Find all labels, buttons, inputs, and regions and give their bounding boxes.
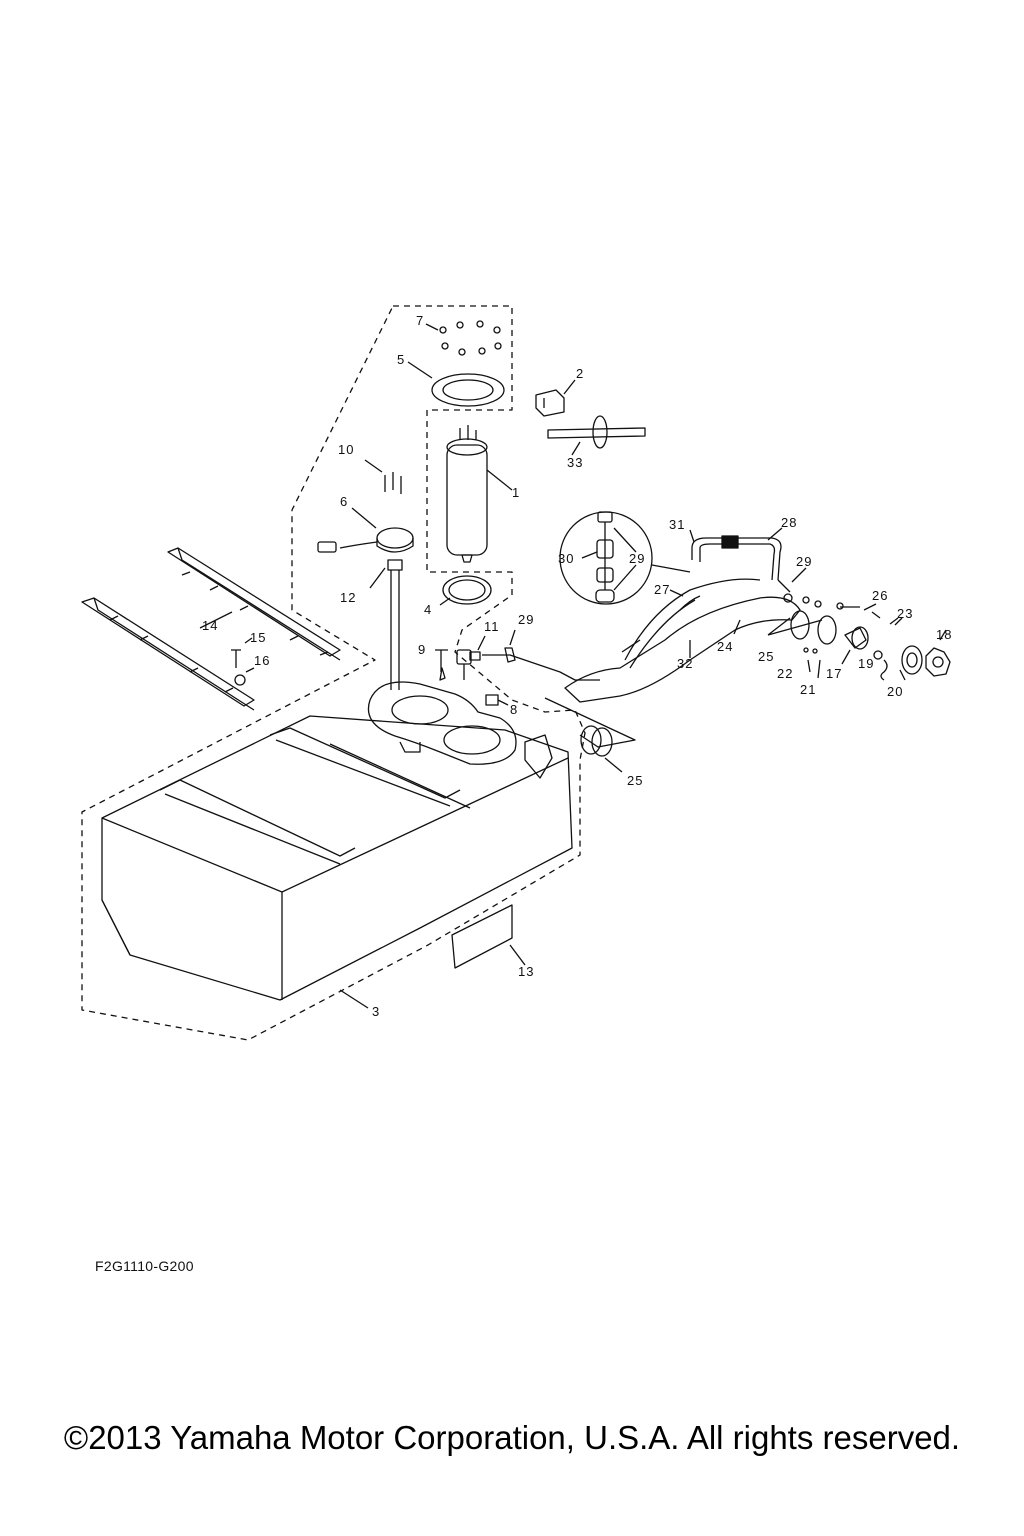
callout-12: 12 [340,590,356,605]
breather-hose [691,535,791,593]
callout-1: 1 [512,485,520,500]
neck-clamp [580,725,613,757]
callout-18: 18 [936,627,952,642]
callout-33: 33 [567,455,583,470]
callout-25-filler: 25 [758,649,774,664]
callout-6: 6 [340,494,348,509]
tank-flange-plate [367,681,517,765]
hose-clip [535,389,565,417]
pump-gasket [442,575,492,605]
fuel-level-sender [317,527,414,690]
fuel-tank [101,715,573,1001]
callout-25-neck: 25 [627,773,643,788]
tank-assembly-dashed-outline [81,305,586,1041]
copyright-notice: ©2013 Yamaha Motor Corporation, U.S.A. A… [63,1419,961,1456]
callout-20: 20 [887,684,903,699]
vent-hose [547,415,646,449]
check-valve-detail [595,511,615,603]
callout-4: 4 [424,602,432,617]
sender-screws [384,472,402,494]
caution-label [451,904,513,969]
vent-valve [456,649,481,680]
callout-3: 3 [372,1004,380,1019]
vent-line [482,654,600,681]
callout-13: 13 [518,964,534,979]
callout-9: 9 [418,642,426,657]
callout-30: 30 [558,551,574,566]
callout-29-hose: 29 [796,554,812,569]
tank-brackets [81,547,341,711]
callout-21: 21 [800,682,816,697]
callout-32: 32 [677,656,693,671]
callout-17: 17 [826,666,842,681]
callout-23: 23 [897,606,913,621]
fitting-screw [435,649,448,672]
callout-5: 5 [397,352,405,367]
filler-hose [564,578,801,703]
callout-22: 22 [777,666,793,681]
filler-cap-assembly [783,593,951,681]
callout-19: 19 [858,656,874,671]
drawing-code: F2G1110-G200 [95,1258,194,1274]
callout-7: 7 [416,313,424,328]
callout-15: 15 [250,630,266,645]
callout-14: 14 [202,618,218,633]
ring-bolts [439,320,502,356]
callout-27: 27 [654,582,670,597]
callout-31: 31 [669,517,685,532]
callout-24: 24 [717,639,733,654]
callout-labels: 1 2 3 4 5 6 7 8 9 10 11 12 13 14 15 16 1… [202,313,952,1019]
callout-2: 2 [576,366,584,381]
callout-29-vent: 29 [518,612,534,627]
fitting-clamp [485,694,499,706]
callout-11: 11 [484,619,500,634]
callout-28: 28 [781,515,797,530]
callout-10: 10 [338,442,354,457]
retaining-ring [431,373,505,407]
fuel-pump [446,425,488,563]
callout-16: 16 [254,653,270,668]
bracket-bolt [231,649,241,668]
callout-26: 26 [872,588,888,603]
callout-29-detail: 29 [629,551,645,566]
callout-8: 8 [510,702,518,717]
tank-filler-neck [524,734,553,779]
bracket-washer [234,674,246,686]
